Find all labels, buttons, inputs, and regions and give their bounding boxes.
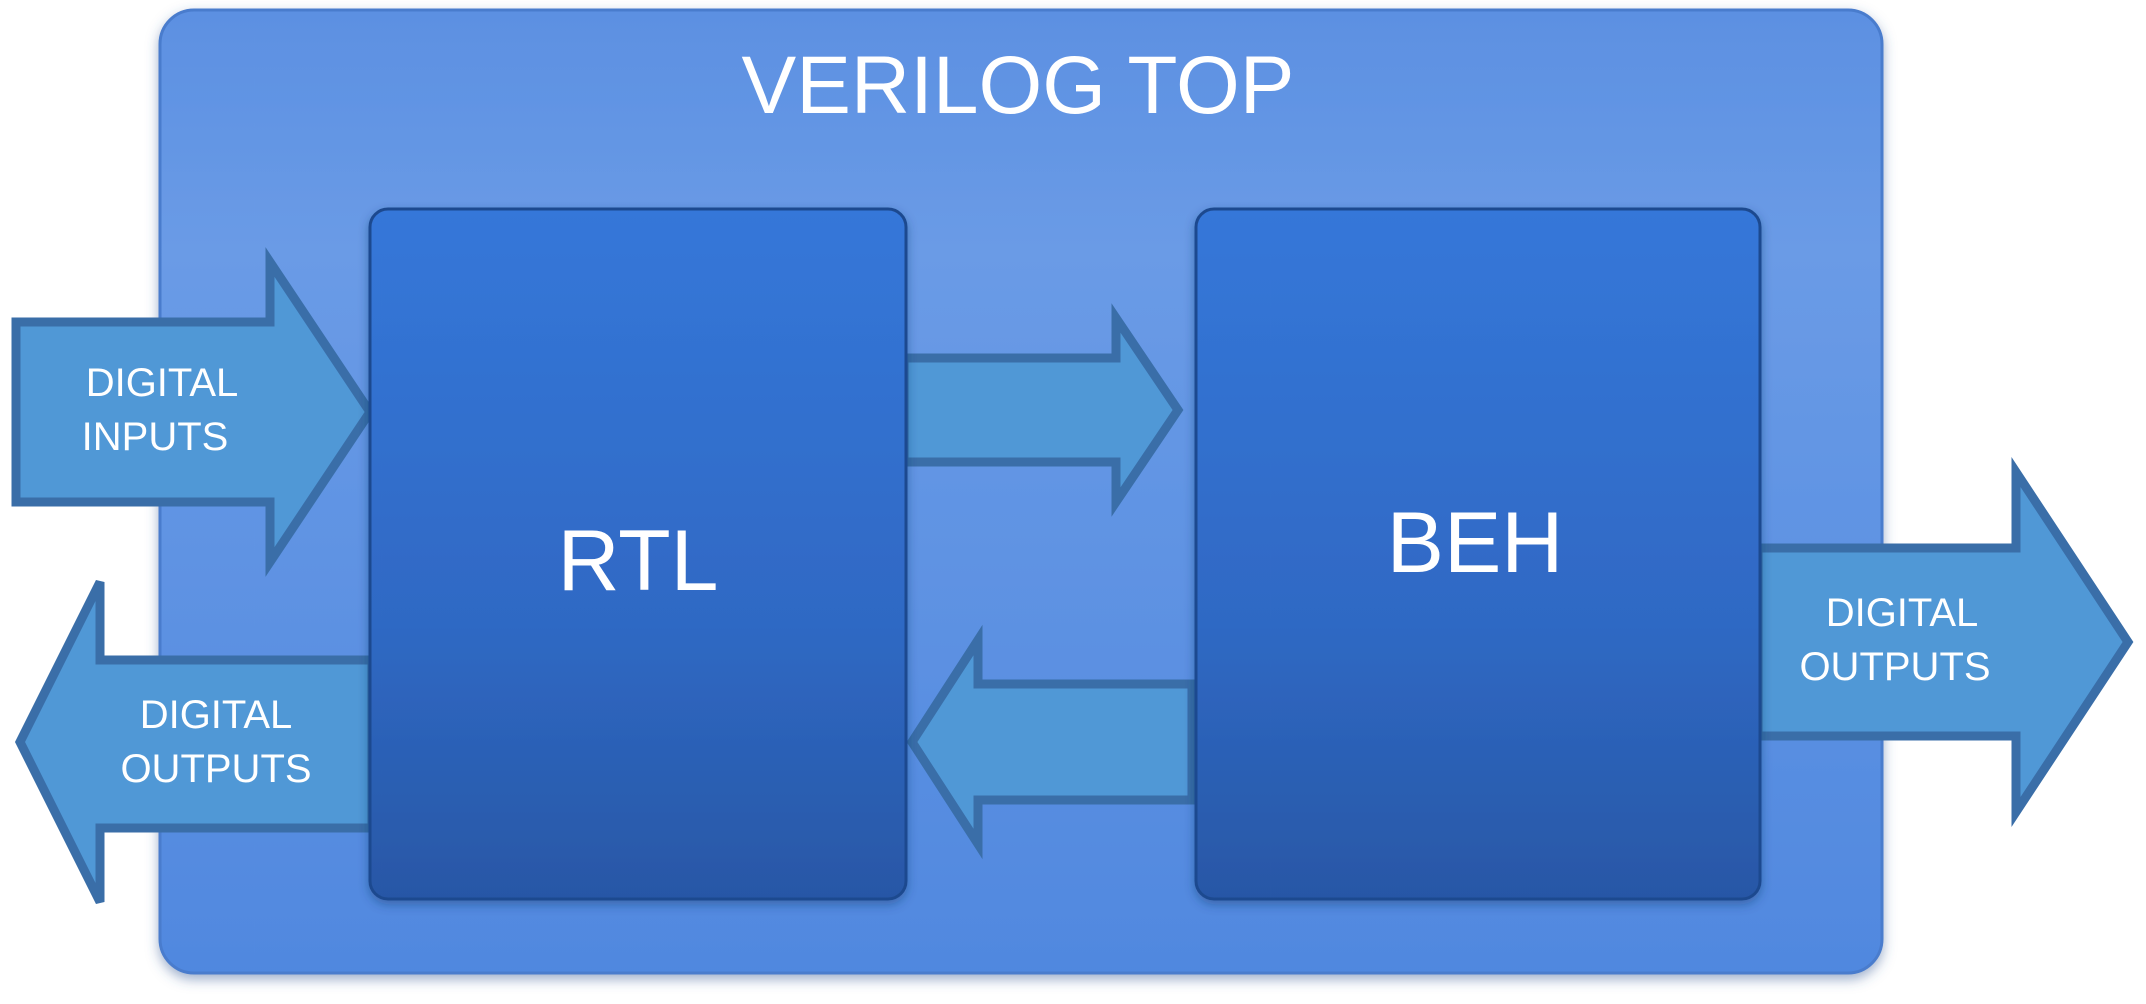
left-digital-outputs-label-line2: OUTPUTS bbox=[120, 747, 311, 791]
right-digital-outputs-arrow: DIGITAL OUTPUTS bbox=[1753, 456, 2134, 828]
beh-to-rtl-arrow bbox=[906, 624, 1197, 860]
digital-inputs-label-line1: DIGITAL bbox=[86, 361, 239, 405]
verilog-top-title: VERILOG TOP bbox=[742, 40, 1295, 131]
beh-block: BEH bbox=[1194, 207, 1762, 901]
rtl-block: RTL bbox=[368, 207, 908, 901]
digital-inputs-label-line2: INPUTS bbox=[82, 415, 229, 459]
rtl-to-beh-arrow bbox=[899, 303, 1184, 517]
right-digital-outputs-label-line2: OUTPUTS bbox=[1799, 645, 1990, 689]
rtl-block-label: RTL bbox=[558, 513, 719, 609]
digital-inputs-arrow: DIGITAL INPUTS bbox=[11, 247, 376, 577]
beh-block-label: BEH bbox=[1387, 495, 1564, 591]
left-digital-outputs-arrow: DIGITAL OUTPUTS bbox=[14, 579, 377, 905]
right-digital-outputs-label-line1: DIGITAL bbox=[1826, 591, 1979, 635]
left-digital-outputs-label-line1: DIGITAL bbox=[140, 693, 293, 737]
